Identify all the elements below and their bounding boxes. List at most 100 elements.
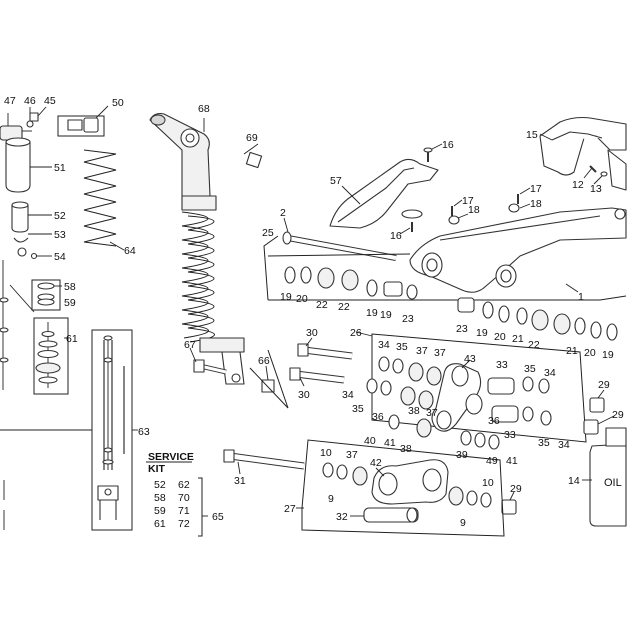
callout-30-upper: 30 [306, 327, 318, 339]
part-31-bolt [223, 449, 305, 475]
callout-47: 47 [4, 95, 16, 107]
part-69-bolt [209, 143, 263, 169]
callout-19-c: 19 [380, 309, 392, 321]
reservoir-assembly [0, 105, 109, 395]
callout-53: 53 [54, 229, 66, 241]
service-kit-cell: 58 [154, 492, 166, 504]
service-kit-cell: 62 [178, 479, 190, 491]
callout-42: 42 [370, 457, 382, 469]
part-66-nut [249, 349, 289, 409]
callout-67: 67 [184, 339, 196, 351]
callout-34-c: 34 [342, 389, 354, 401]
callout-46: 46 [24, 95, 36, 107]
callout-20-c: 20 [584, 347, 596, 359]
service-kit-title-line1: SERVICE [148, 451, 194, 463]
callout-20-a: 20 [296, 293, 308, 305]
callout-41-a: 41 [384, 437, 396, 449]
callout-27: 27 [284, 503, 296, 515]
callout-45: 45 [44, 95, 56, 107]
part-50-bracket-pin [57, 105, 109, 137]
part-left-edge-stack [0, 260, 35, 390]
left-divider-line [0, 429, 92, 530]
callout-18-right: 18 [530, 198, 542, 210]
pivot-bearing-group [267, 253, 627, 341]
part-32-spacer [350, 507, 419, 523]
service-kit-cell: 70 [178, 492, 190, 504]
callout-37-b: 37 [434, 347, 446, 359]
part-57-chain-slider [329, 158, 439, 229]
callout-35-b: 35 [524, 363, 536, 375]
service-kit-cell: 61 [154, 518, 166, 530]
callout-34-d: 34 [558, 439, 570, 451]
callout-22-a: 22 [316, 299, 328, 311]
callout-52: 52 [54, 210, 66, 222]
callout-33-a: 33 [496, 359, 508, 371]
callout-13: 13 [590, 183, 602, 195]
callout-29-middle: 29 [612, 409, 624, 421]
callout-19-d: 19 [476, 327, 488, 339]
callout-15: 15 [526, 129, 538, 141]
callout-61: 61 [66, 333, 78, 345]
part-68-shock-absorber [149, 113, 245, 385]
callout-33-b: 33 [504, 429, 516, 441]
callout-65: 65 [212, 511, 224, 523]
part-64-spring [83, 149, 125, 251]
part-18-nut-right [508, 203, 531, 213]
part-43-rocker-arm [431, 359, 483, 432]
callout-labels: 47 46 45 50 51 52 53 54 58 59 61 63 64 6… [4, 95, 624, 529]
callout-58: 58 [64, 281, 76, 293]
callout-38-a: 38 [408, 405, 420, 417]
callout-36-a: 36 [372, 411, 384, 423]
callout-31: 31 [234, 475, 246, 487]
callout-18-left: 18 [468, 204, 480, 216]
part-51-reservoir-body [5, 137, 52, 193]
service-kit-title-line2: KIT [148, 463, 166, 475]
callout-1: 1 [578, 291, 584, 303]
service-kit-cell: 72 [178, 518, 190, 530]
service-kit-legend: SERVICE KIT 52 62 58 70 59 71 61 72 [146, 451, 208, 537]
callout-37-d: 37 [346, 449, 358, 461]
part-14-oil-bottle [582, 427, 627, 527]
callout-34-a: 34 [378, 339, 390, 351]
callout-17-left: 17 [462, 195, 474, 207]
callout-32: 32 [336, 511, 348, 523]
part-52-bladder [11, 201, 52, 233]
part-42-lower-link [371, 459, 449, 505]
callout-43: 43 [464, 353, 476, 365]
callout-34-b: 34 [544, 367, 556, 379]
callout-16-lower: 16 [390, 230, 402, 242]
callout-22-c: 22 [528, 339, 540, 351]
part-16-screw-upper [423, 143, 443, 162]
callout-14: 14 [568, 475, 580, 487]
callout-63: 63 [138, 426, 150, 438]
callout-9-right: 9 [460, 517, 466, 529]
callout-19-b: 19 [366, 307, 378, 319]
callout-68: 68 [198, 103, 210, 115]
part-13-washer [593, 171, 608, 185]
callout-29-upper: 29 [598, 379, 610, 391]
callout-51: 51 [54, 162, 66, 174]
oil-label: OIL [604, 477, 622, 489]
part-17-bolt-left [451, 199, 463, 216]
callout-12: 12 [572, 179, 584, 191]
part-61-piston-kit [33, 317, 69, 395]
callout-23-b: 23 [456, 323, 468, 335]
callout-25: 25 [262, 227, 274, 239]
part-30-bolt-lower [289, 367, 345, 387]
callout-37-a: 37 [416, 345, 428, 357]
part-67-bolt [189, 347, 227, 375]
callout-35-c: 35 [352, 403, 364, 415]
callout-49: 49 [486, 455, 498, 467]
part-30-bolt-upper [297, 337, 353, 360]
callout-26: 26 [350, 327, 362, 339]
part-16-screw-lower [399, 222, 413, 235]
callout-19-e: 19 [602, 349, 614, 361]
part-63-damper-rod [91, 329, 138, 531]
callout-21-a: 21 [512, 333, 524, 345]
callout-21-b: 21 [566, 345, 578, 357]
service-kit-cell: 71 [178, 505, 190, 517]
callout-69: 69 [246, 132, 258, 144]
callout-30-lower: 30 [298, 389, 310, 401]
callout-64: 64 [124, 245, 136, 257]
callout-38-b: 38 [400, 443, 412, 455]
